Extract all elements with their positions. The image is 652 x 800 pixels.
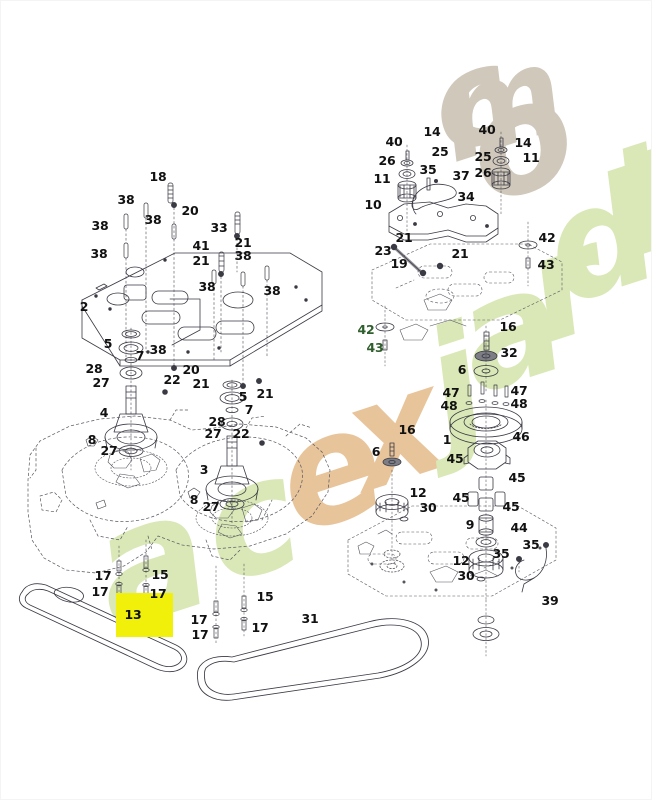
callout-6: 6: [371, 443, 381, 459]
callout-26: 26: [378, 152, 396, 168]
callout-39: 39: [541, 592, 559, 608]
callout-27: 27: [202, 498, 220, 514]
callout-17: 17: [251, 619, 269, 635]
callout-9: 9: [465, 516, 475, 532]
callout-5: 5: [103, 335, 113, 351]
callout-15: 15: [256, 588, 274, 604]
callout-21: 21: [256, 385, 274, 401]
callout-21: 21: [192, 252, 210, 268]
callout-23: 23: [374, 242, 392, 258]
part-13-highlight-box: [116, 593, 173, 637]
callout-45: 45: [446, 450, 464, 466]
callout-7: 7: [244, 401, 254, 417]
callout-10: 10: [364, 196, 382, 212]
callout-15: 15: [151, 566, 169, 582]
callout-22: 22: [163, 371, 181, 387]
callout-20: 20: [182, 361, 200, 377]
callout-17: 17: [191, 626, 209, 642]
callout-46: 46: [512, 428, 530, 444]
callout-37: 37: [452, 167, 470, 183]
callout-40: 40: [478, 121, 496, 137]
callout-32: 32: [500, 344, 518, 360]
callout-5: 5: [238, 388, 248, 404]
callout-3: 3: [199, 461, 209, 477]
callout-21: 21: [234, 234, 252, 250]
callout-38: 38: [117, 191, 135, 207]
callout-45: 45: [452, 489, 470, 505]
callout-18: 18: [149, 168, 167, 184]
callout-45: 45: [502, 498, 520, 514]
callout-20: 20: [181, 202, 199, 218]
callout-35: 35: [492, 545, 510, 561]
callout-47: 47: [442, 384, 460, 400]
callout-41: 41: [192, 237, 210, 253]
callout-17: 17: [190, 611, 208, 627]
callout-38: 38: [149, 341, 167, 357]
callout-7: 7: [135, 347, 145, 363]
callout-27: 27: [92, 374, 110, 390]
callout-27: 27: [204, 425, 222, 441]
callout-21: 21: [192, 375, 210, 391]
callout-14: 14: [423, 123, 441, 139]
callout-31: 31: [301, 610, 319, 626]
callout-38: 38: [198, 278, 216, 294]
callout-40: 40: [385, 133, 403, 149]
callout-28: 28: [208, 413, 226, 429]
callout-6: 6: [457, 361, 467, 377]
callout-42: 42: [538, 229, 556, 245]
callout-42: 42: [357, 321, 375, 337]
callout-16: 16: [499, 318, 517, 334]
callout-44: 44: [510, 519, 528, 535]
callout-47: 47: [510, 382, 528, 398]
callout-17: 17: [91, 583, 109, 599]
callout-11: 11: [373, 170, 391, 186]
callout-16: 16: [398, 421, 416, 437]
callout-38: 38: [90, 245, 108, 261]
callout-12: 12: [409, 484, 427, 500]
callout-25: 25: [431, 143, 449, 159]
callout-34: 34: [457, 188, 475, 204]
callout-1: 1: [442, 431, 452, 447]
callout-2: 2: [79, 298, 89, 314]
callout-28: 28: [85, 360, 103, 376]
callout-17: 17: [94, 567, 112, 583]
callout-14: 14: [514, 134, 532, 150]
callout-17: 17: [149, 585, 167, 601]
callout-35: 35: [522, 536, 540, 552]
callout-48: 48: [510, 395, 528, 411]
callout-25: 25: [474, 148, 492, 164]
callout-22: 22: [232, 425, 250, 441]
callout-38: 38: [91, 217, 109, 233]
callout-19: 19: [390, 255, 408, 271]
callout-27: 27: [100, 442, 118, 458]
callout-38: 38: [263, 282, 281, 298]
callout-30: 30: [457, 567, 475, 583]
callout-21: 21: [451, 245, 469, 261]
callout-48: 48: [440, 397, 458, 413]
callout-26: 26: [474, 164, 492, 180]
callout-38: 38: [234, 247, 252, 263]
callout-43: 43: [366, 339, 384, 355]
callout-35: 35: [419, 161, 437, 177]
callout-38: 38: [144, 211, 162, 227]
callout-33: 33: [210, 219, 228, 235]
callout-43: 43: [537, 256, 555, 272]
callout-8: 8: [189, 491, 199, 507]
callout-30: 30: [419, 499, 437, 515]
callout-8: 8: [87, 431, 97, 447]
callout-21: 21: [395, 229, 413, 245]
callout-11: 11: [522, 149, 540, 165]
callout-12: 12: [452, 552, 470, 568]
callout-45: 45: [508, 469, 526, 485]
callout-13: 13: [124, 606, 142, 622]
callout-4: 4: [99, 404, 109, 420]
